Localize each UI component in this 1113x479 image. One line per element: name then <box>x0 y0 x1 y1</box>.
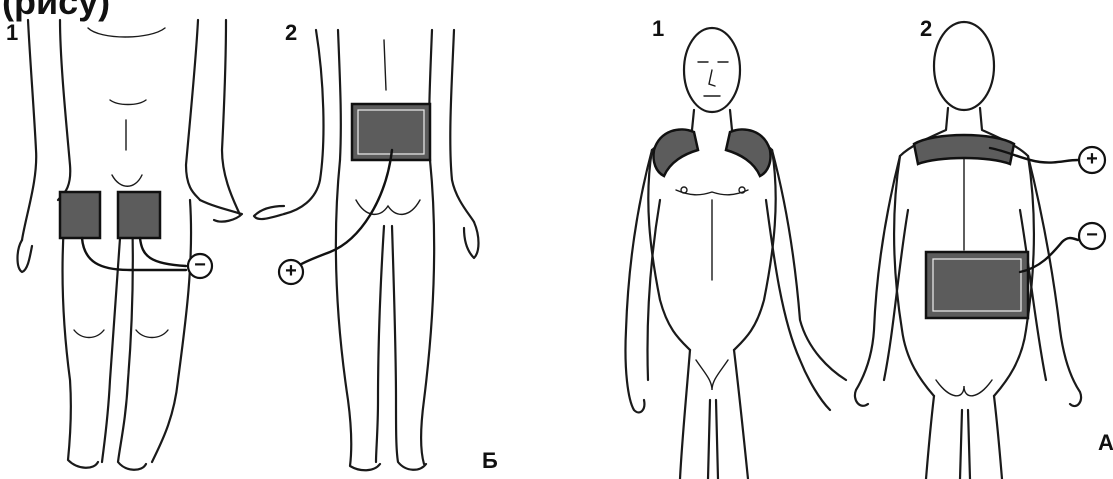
panel-b: 1 2 Б − <box>6 20 498 473</box>
panel-b-thigh-electrode-right <box>118 192 160 238</box>
panel-b-corner-label: Б <box>482 448 498 473</box>
panel-b-figure-1-body <box>18 20 243 470</box>
panel-b-wire-lumbar <box>298 150 392 266</box>
panel-a-shoulder-electrode-right <box>726 129 771 176</box>
panel-b-figure-1-label: 1 <box>6 20 18 45</box>
panel-b-positive-terminal: + <box>279 260 303 284</box>
panel-b-wire-right-pad <box>140 238 186 266</box>
cropped-heading: (рису) <box>2 0 110 22</box>
svg-text:+: + <box>1086 148 1098 170</box>
panel-b-figure-2-label: 2 <box>285 20 297 45</box>
panel-b-figure-2-body <box>254 30 479 470</box>
panel-a-lumbar-electrode <box>926 252 1028 318</box>
panel-a-figure-1-body <box>625 28 846 479</box>
panel-a-figure-2-label: 2 <box>920 16 932 41</box>
svg-text:−: − <box>1086 224 1098 246</box>
panel-a-negative-terminal: − <box>1079 223 1105 249</box>
svg-text:−: − <box>194 254 206 276</box>
panel-a-positive-terminal: + <box>1079 147 1105 173</box>
panel-a: 1 2 А <box>625 16 1113 479</box>
panel-a-corner-label: А <box>1098 430 1113 455</box>
panel-a-shoulder-electrode-left <box>653 129 698 176</box>
panel-a-figure-2-body <box>855 22 1081 479</box>
panel-b-thigh-electrode-left <box>60 192 100 238</box>
svg-text:+: + <box>285 260 297 282</box>
panel-a-figure-1-label: 1 <box>652 16 664 41</box>
panel-b-negative-terminal: − <box>188 254 212 278</box>
